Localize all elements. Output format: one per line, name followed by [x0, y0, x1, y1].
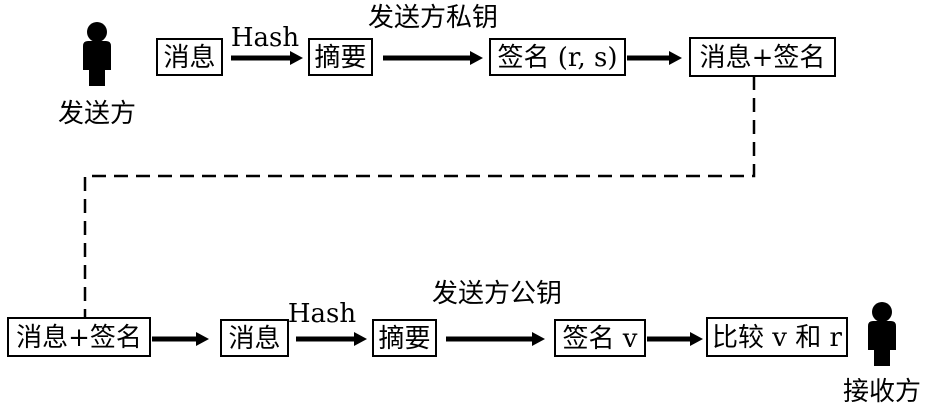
top-signature-box: [489, 38, 626, 76]
top-hash-label: Hash: [231, 23, 300, 53]
top-output-box: [689, 37, 836, 77]
bottom-arrow-compare: [647, 332, 703, 346]
sender-label: 发送方: [58, 99, 136, 129]
private-key-label: 发送方私钥: [368, 3, 498, 33]
top-arrow-hash: [231, 51, 303, 65]
bottom-hash-label: Hash: [288, 299, 357, 329]
top-arrow-sign: [383, 51, 483, 65]
bottom-compare-box: [706, 317, 848, 357]
transmission-dashed-line: [83, 76, 756, 318]
bottom-arrow-verify: [446, 332, 545, 346]
top-message-box: [156, 38, 223, 76]
top-signature-label: 签名 (r, s): [498, 43, 618, 73]
top-output-label: 消息+签名: [700, 43, 826, 73]
bottom-signature-label: 签名 v: [563, 324, 638, 354]
receiver-person-icon: [868, 302, 896, 366]
bottom-signature-box: [554, 319, 646, 357]
bottom-input-box: [7, 317, 151, 357]
bottom-digest-box: [372, 319, 437, 357]
receiver-label: 接收方: [843, 377, 921, 407]
bottom-input-label: 消息+签名: [16, 323, 142, 353]
bottom-arrow-split: [152, 332, 209, 346]
bottom-message-label: 消息: [228, 324, 280, 354]
public-key-label: 发送方公钥: [432, 279, 562, 309]
sender-person-icon: [83, 22, 111, 86]
top-arrow-combine: [627, 51, 682, 65]
bottom-digest-label: 摘要: [378, 324, 430, 354]
bottom-compare-label: 比较 v 和 r: [712, 323, 842, 353]
bottom-message-box: [220, 319, 289, 357]
top-digest-label: 摘要: [314, 43, 366, 73]
top-message-label: 消息: [163, 43, 215, 73]
bottom-arrow-hash: [296, 332, 367, 346]
top-digest-box: [308, 38, 373, 76]
